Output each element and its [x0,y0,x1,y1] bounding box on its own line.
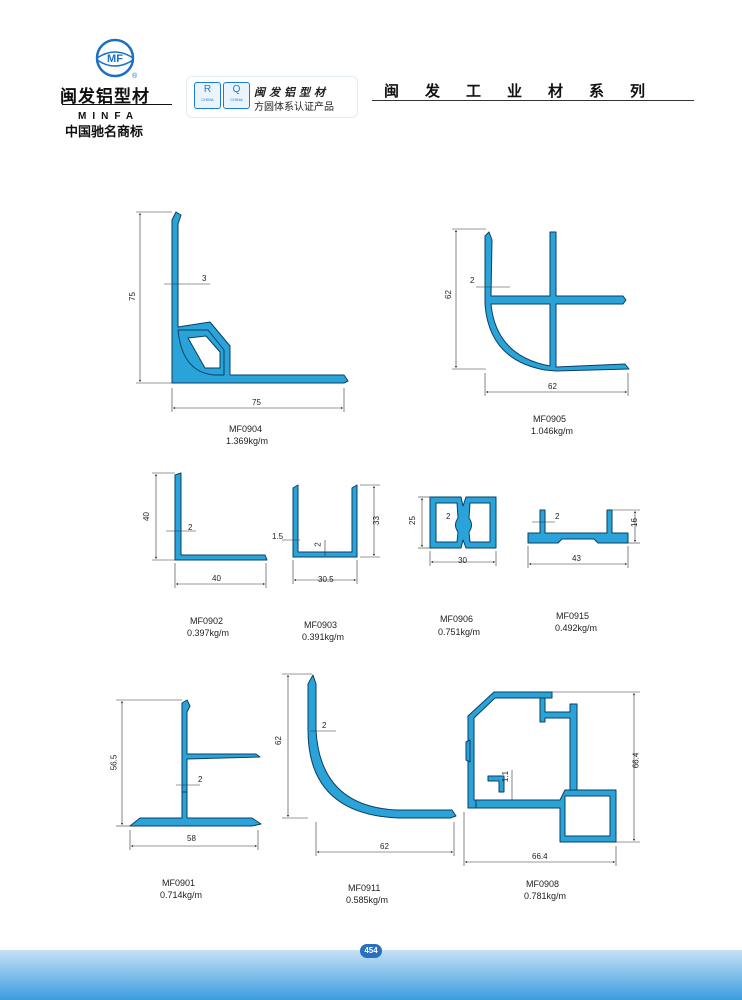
dim-label: 62 [548,382,557,391]
cert-icon-label: CHINA [230,97,243,102]
profile-mf0908 [467,691,553,809]
cert-icon-q: Q CHINA [223,82,250,109]
profile-mf0901 [129,791,262,827]
cert-title: 闽发铝型材 [254,86,329,99]
profile-code: MF0904 [229,424,263,434]
dim-label: 62 [380,842,389,851]
profile-weight: 0.781kg/m [524,891,567,901]
dim-label: 33 [371,516,381,525]
page-number: 454 [360,944,382,958]
brand-tagline: 中国驰名商标 [65,125,144,140]
dim-label: 2 [555,512,560,521]
svg-text:®: ® [132,72,138,80]
footer-bar [0,950,742,1000]
cert-icon-label: CHINA [201,97,214,102]
profile-code: MF0915 [556,611,590,621]
dim-label: 40 [212,574,221,583]
dim-label: 56.5 [109,754,119,771]
profile-code: MF0906 [440,614,474,624]
cert-icon-letter: R [203,84,212,95]
profile-code: MF0911 [348,883,381,893]
dim-label: 66.4 [532,852,548,861]
brand-name-cn: 闽发铝型材 [60,87,150,107]
profile-code: MF0908 [526,879,560,889]
cert-subtitle: 方圆体系认证产品 [254,102,334,113]
dim-label: 75 [252,398,261,407]
cert-icon-r: R CHINA [194,82,221,109]
profile-code: MF0902 [190,616,224,626]
profile-weight: 0.492kg/m [555,623,598,633]
dim-label: 2 [446,512,451,521]
dim-label: 62 [273,736,283,745]
dim-label: 2 [322,721,327,730]
brand-logo: MF ® [95,38,138,80]
dim-label: 66.4 [631,752,641,769]
dim-label: 2 [470,276,475,285]
dim-label: 1.1 [501,770,511,783]
dim-label: 43 [572,554,581,563]
logo-badge-text: MF [107,53,123,65]
profile-weight: 0.397kg/m [187,628,230,638]
dim-label: 2 [313,542,323,547]
profile-code: MF0903 [304,620,338,630]
brand-divider [62,104,172,105]
dim-label: 75 [127,292,137,301]
dim-label: 40 [141,512,151,521]
series-underline [372,100,694,101]
dim-label: 16 [629,518,639,527]
profile-mf0911 [307,674,457,819]
profile-mf0905 [484,231,630,372]
profile-weight: 0.714kg/m [160,890,203,900]
dim-label: 25 [407,516,417,525]
profile-mf0915 [527,509,629,544]
series-title: 闽发工业材系列 [384,82,672,100]
cert-panel [186,76,358,118]
dim-label: 30 [458,556,467,565]
profile-weight: 1.046kg/m [531,426,574,436]
dim-label: 1.5 [272,532,284,541]
dim-label: 30.5 [318,575,334,584]
dim-label: 2 [188,523,193,532]
profile-mf0902 [174,472,268,561]
cert-icon-letter: Q [232,84,241,95]
profile-code: MF0905 [533,414,567,424]
profile-code: MF0901 [162,878,196,888]
dim-label: 3 [202,274,207,283]
profile-weight: 0.585kg/m [346,895,389,905]
dim-label: 58 [187,834,196,843]
profile-weight: 1.369kg/m [226,436,269,446]
dim-label: 2 [198,775,203,784]
brand-name-en: MINFA [78,111,140,122]
profile-mf0903 [292,484,358,558]
profile-weight: 0.751kg/m [438,627,481,637]
dim-label: 62 [443,290,453,299]
profile-weight: 0.391kg/m [302,632,345,642]
